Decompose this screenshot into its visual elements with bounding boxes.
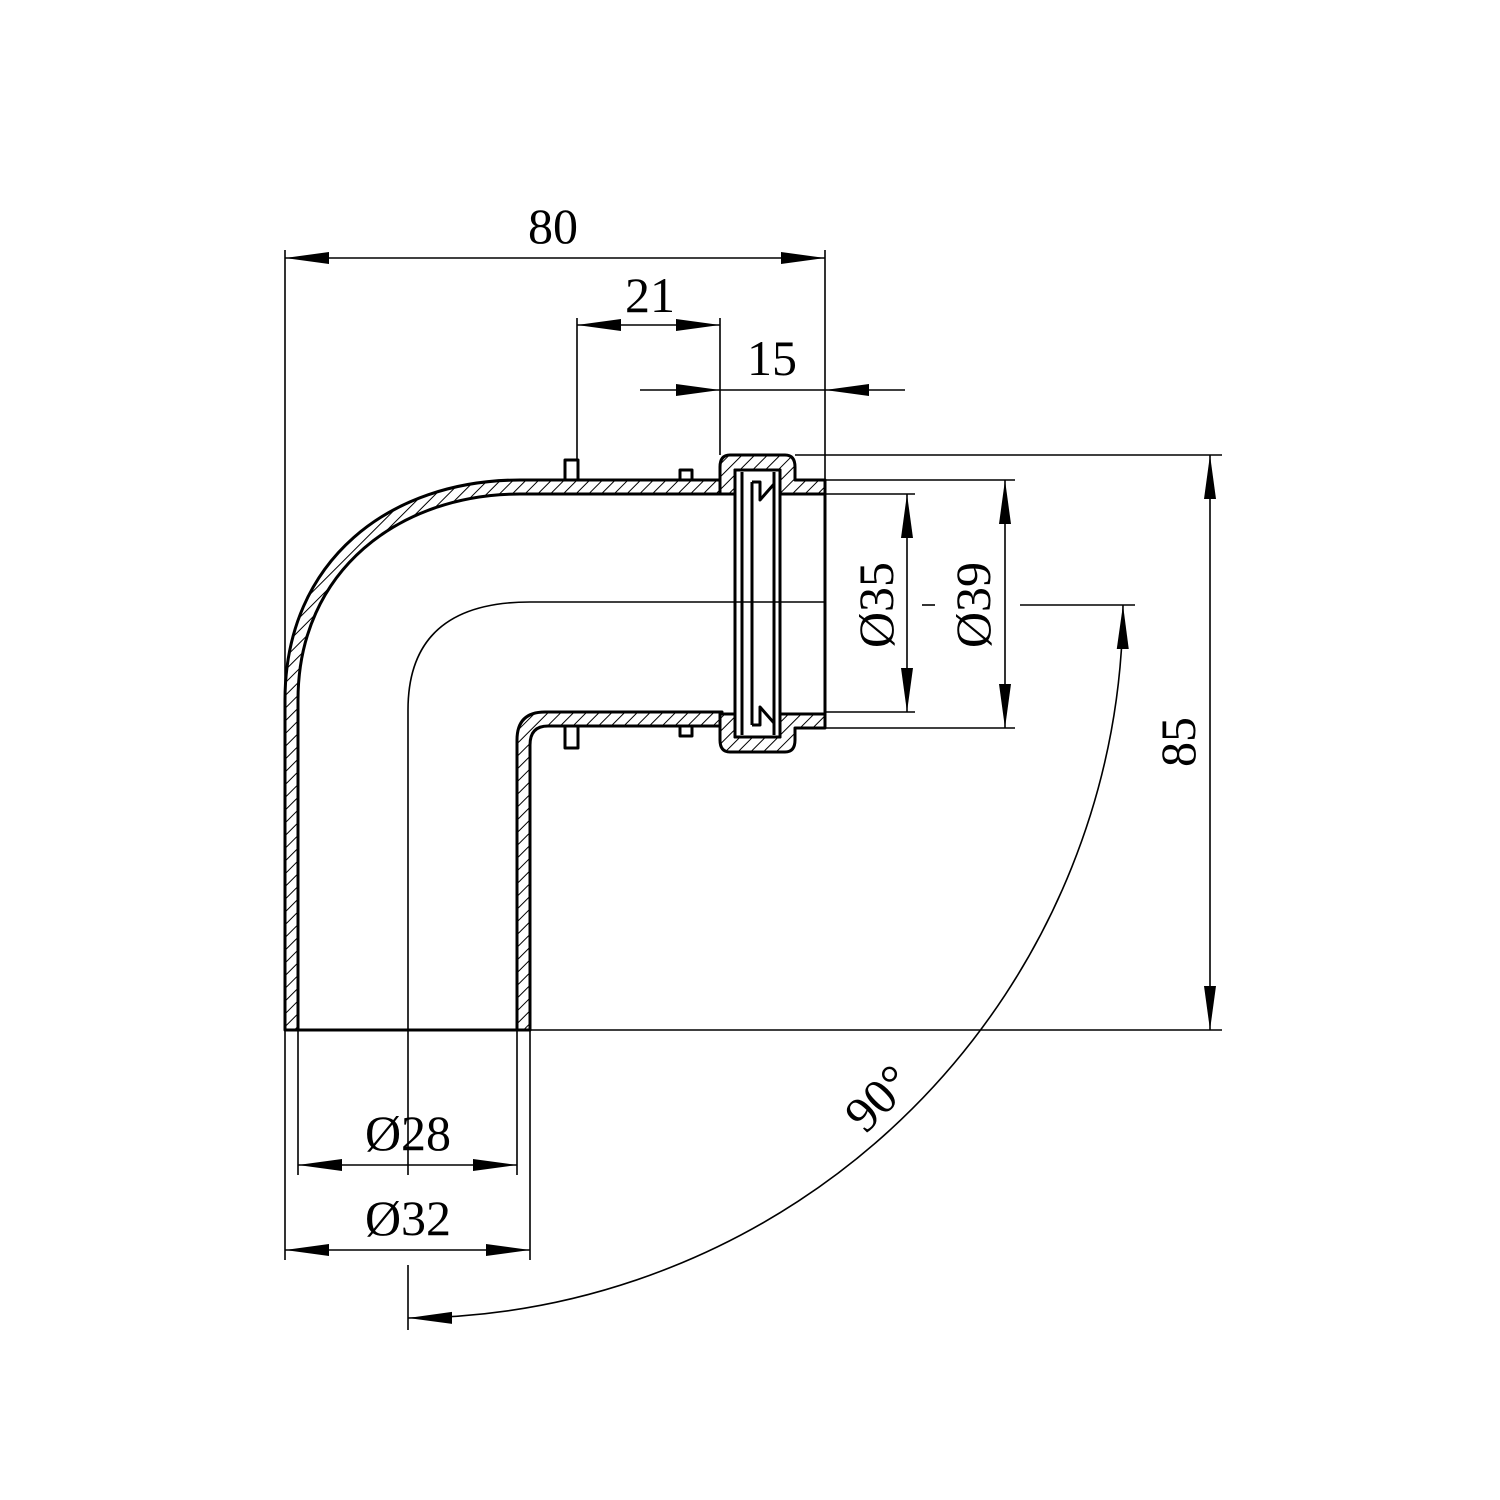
dim-angle-label: 90° [833,1053,922,1142]
elbow-body [283,458,724,1032]
dim-32-label: Ø32 [365,1190,451,1246]
dim-28-label: Ø28 [365,1105,451,1161]
dimension-lines [285,252,1216,1324]
dim-15-label: 15 [747,330,797,386]
dim-85-label: 85 [1150,717,1206,767]
rib [563,458,580,480]
rib [678,468,694,480]
dim-21-label: 21 [625,267,675,323]
dim-35-label: Ø35 [848,562,904,648]
dim-80-label: 80 [528,198,578,254]
dim-39-label: Ø39 [945,562,1001,648]
inner-wall [515,710,724,1032]
outer-wall [283,478,724,1032]
union-coupling [718,453,827,754]
dim-angle-arc [407,604,1129,1324]
centerline [407,601,825,1030]
rib [563,726,580,750]
